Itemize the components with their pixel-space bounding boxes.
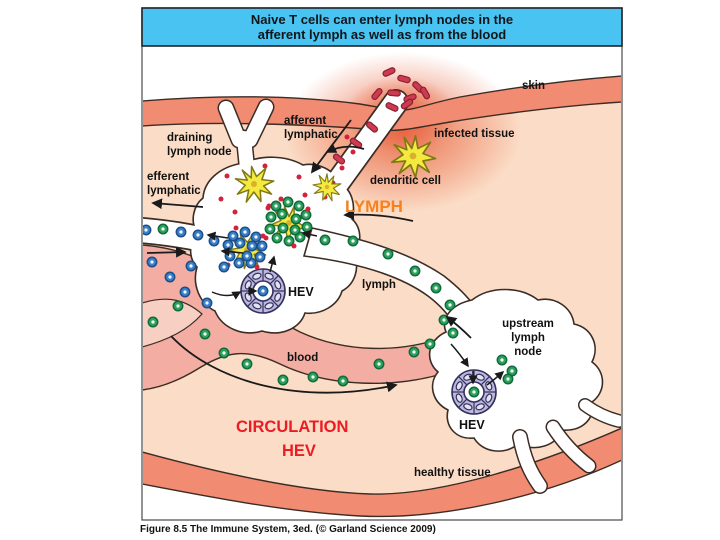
label-skin: skin — [522, 80, 545, 92]
arrow-cluster-exit-1 — [206, 231, 229, 241]
figure-caption: Figure 8.5 The Immune System, 3ed. (© Ga… — [140, 524, 436, 535]
node-branch-1 — [219, 101, 246, 147]
hev-upstream-node — [451, 369, 497, 415]
label-hev-upstream: HEV — [459, 418, 485, 432]
diagram-canvas: skin infected tissue dendritic cell affe… — [143, 52, 621, 518]
arrow-blood-in — [146, 246, 187, 258]
label-lymph-region: LYMPH — [345, 197, 403, 216]
label-infected-tissue: infected tissue — [434, 128, 515, 140]
arrow-lymph-toward-node — [343, 209, 414, 222]
label-draining-line1: draining — [167, 132, 212, 144]
arrow-cluster-exit-2 — [220, 247, 244, 257]
label-upstream-line3: node — [514, 346, 541, 358]
arrow-efferent-out — [151, 198, 204, 210]
arrow-hev-right-out — [486, 371, 505, 386]
upstream-finger-2 — [547, 421, 595, 472]
title-bar — [141, 7, 623, 47]
label-efferent-line2: lymphatic — [147, 185, 201, 197]
node-branch-3 — [237, 131, 254, 175]
label-circulation: CIRCULATION — [236, 418, 348, 436]
arrow-into-hev-right — [450, 343, 469, 368]
arrow-hev-left-out — [267, 255, 277, 273]
upstream-finger-1 — [513, 430, 547, 493]
arrow-circulation-flow — [170, 335, 398, 394]
flow-arrows — [146, 119, 505, 394]
label-afferent-line1: afferent — [284, 115, 326, 127]
healthy-tissue-band — [143, 427, 621, 518]
figure-title-line2: afferent lymph as well as from the blood — [258, 27, 507, 42]
upstream-finger-3 — [579, 399, 621, 427]
label-blood: blood — [287, 352, 318, 364]
label-upstream-line2: lymph — [511, 332, 545, 344]
arrow-into-green-cluster — [301, 230, 318, 239]
node-branch-2 — [243, 100, 273, 147]
label-healthy-tissue: healthy tissue — [414, 467, 491, 479]
label-hev-draining: HEV — [288, 285, 314, 299]
arrow-upstream-to-lymph — [445, 315, 472, 339]
label-afferent-line2: lymphatic — [284, 129, 338, 141]
figure-title-line1: Naive T cells can enter lymph nodes in t… — [251, 12, 513, 27]
arrow-dendritic-to-vessel — [325, 143, 365, 153]
hev-draining-node — [240, 268, 286, 314]
arrow-into-hev-left — [211, 291, 242, 300]
label-dendritic-cell: dendritic cell — [370, 175, 441, 187]
label-lymph-vessel: lymph — [362, 279, 396, 291]
label-circulation-hev: HEV — [282, 442, 316, 460]
label-upstream-line1: upstream — [502, 318, 554, 330]
label-draining-line2: lymph node — [167, 146, 232, 158]
blood-vessel-branch-split — [143, 298, 203, 348]
label-efferent-line1: efferent — [147, 171, 189, 183]
